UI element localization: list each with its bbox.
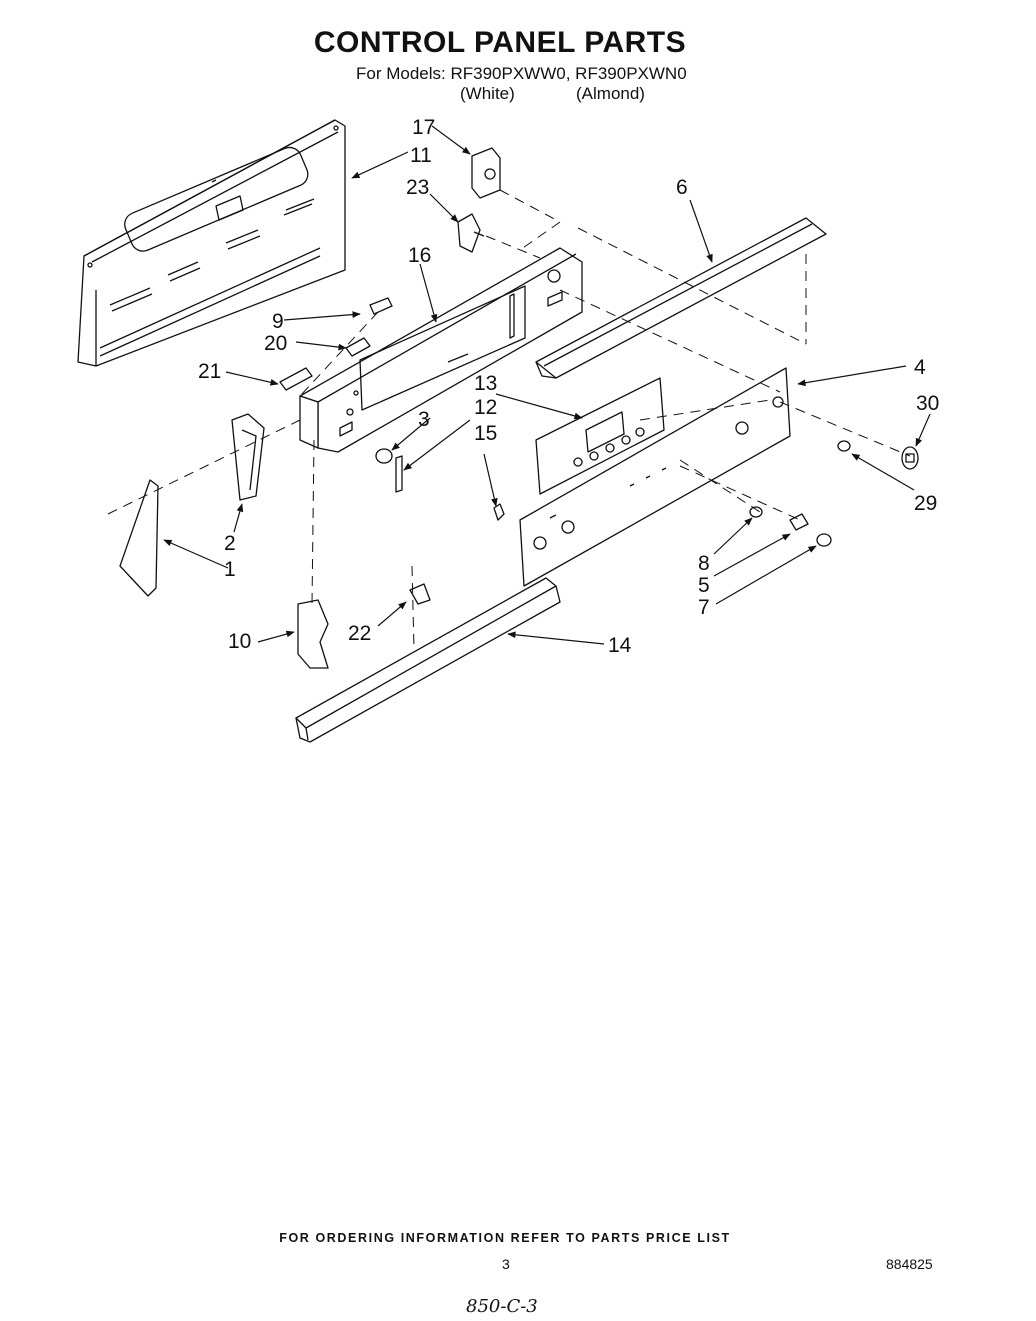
callout-10: 10 <box>228 630 251 653</box>
document-number: 884825 <box>886 1256 933 1272</box>
callout-7: 7 <box>698 596 710 619</box>
nut-part-29 <box>837 440 851 452</box>
knob-part-30 <box>901 446 919 470</box>
callout-30: 30 <box>916 392 939 415</box>
switch-part-17 <box>471 147 501 199</box>
clip-part-22 <box>409 583 431 605</box>
callout-8: 8 <box>698 552 710 575</box>
callout-2: 2 <box>224 532 236 555</box>
bracket-part-10 <box>297 599 329 669</box>
knob-part-8 <box>749 506 763 518</box>
assembly-guide-lines <box>107 189 911 651</box>
callout-4: 4 <box>914 356 926 379</box>
callout-20: 20 <box>264 332 287 355</box>
rear-panel-part-11 <box>77 119 346 367</box>
callout-11: 11 <box>410 144 432 167</box>
trim-strip-part-6 <box>535 217 827 379</box>
leader-arrows <box>163 125 931 645</box>
callout-1: 1 <box>224 558 236 581</box>
button-part-3 <box>375 448 393 464</box>
callout-12: 12 <box>474 396 497 419</box>
pin-part-12 <box>395 455 403 493</box>
terminal-part-23 <box>457 213 485 253</box>
clip-part-20 <box>345 337 371 357</box>
callout-5: 5 <box>698 574 710 597</box>
control-board-part-13 <box>535 377 665 495</box>
page-number: 3 <box>502 1256 510 1272</box>
callout-16: 16 <box>408 244 431 267</box>
callout-22: 22 <box>348 622 371 645</box>
front-panel-part-4 <box>519 367 791 587</box>
knob-part-7 <box>816 533 832 547</box>
ordering-note: FOR ORDERING INFORMATION REFER TO PARTS … <box>279 1231 731 1245</box>
screw-part-15 <box>493 503 505 521</box>
clip-part-9 <box>369 297 393 315</box>
callout-labels: 17 11 23 6 16 9 20 21 4 30 13 12 3 15 29… <box>198 116 939 657</box>
callout-6: 6 <box>676 176 688 199</box>
callout-29: 29 <box>914 492 937 515</box>
callout-17: 17 <box>412 116 435 139</box>
variant-white-label: (White) <box>460 84 515 103</box>
callout-3: 3 <box>418 408 430 431</box>
variant-almond-label: (Almond) <box>576 84 645 103</box>
callout-21: 21 <box>198 360 221 383</box>
side-trim-part-1 <box>119 479 159 597</box>
clip-part-21 <box>279 367 313 391</box>
handwritten-note: 850-C-3 <box>466 1296 538 1317</box>
callout-9: 9 <box>272 310 284 333</box>
callout-13: 13 <box>474 372 497 395</box>
models-line: For Models: RF390PXWW0, RF390PXWN0 <box>356 64 687 83</box>
callout-14: 14 <box>608 634 632 657</box>
end-cap-part-2 <box>231 413 265 501</box>
callout-23: 23 <box>406 176 429 199</box>
callout-15: 15 <box>474 422 497 445</box>
bottom-trim-part-14 <box>295 577 561 743</box>
page-title: CONTROL PANEL PARTS <box>313 26 687 59</box>
console-panel-part-16 <box>299 247 583 453</box>
